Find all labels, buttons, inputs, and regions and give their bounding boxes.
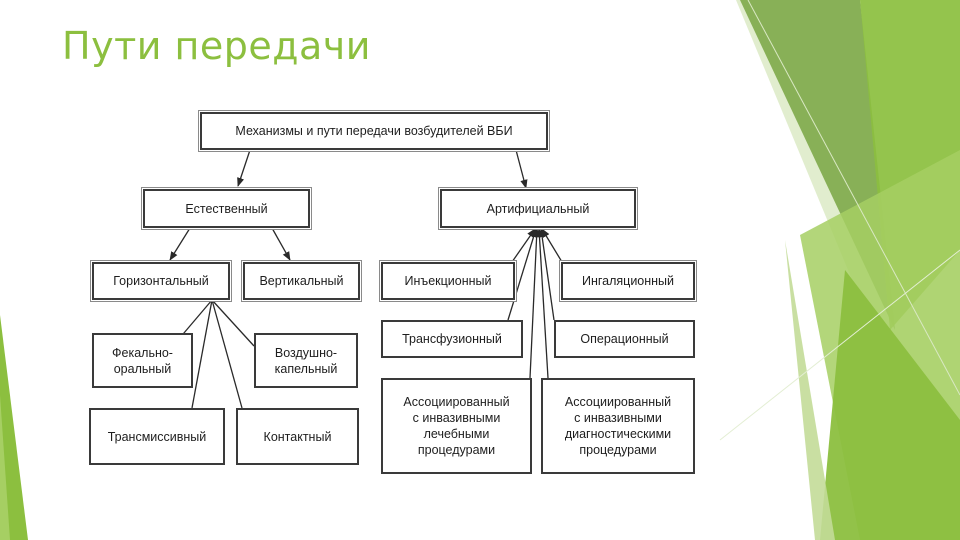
node-contact: Контактный	[236, 408, 359, 465]
node-artificial: Артифициальный	[440, 189, 636, 228]
node-transfusion: Трансфузионный	[381, 320, 523, 358]
node-transfusion-label: Трансфузионный	[402, 332, 502, 346]
node-natural-label: Естественный	[185, 201, 268, 216]
node-operational: Операционный	[554, 320, 695, 358]
node-injection-label: Инъекционный	[404, 274, 492, 288]
node-invasive-diagnostic-label: Ассоциированный с инвазивными диагностич…	[564, 395, 672, 457]
node-artificial-label: Артифициальный	[486, 201, 590, 216]
deco-shape-left-bottom	[0, 315, 28, 540]
slide-title: Пути передачи	[62, 24, 371, 68]
arrow-inhalation-to-artificial	[541, 228, 563, 263]
node-invasive-diagnostic: Ассоциированный с инвазивными диагностич…	[541, 378, 695, 474]
node-vertical-label: Вертикальный	[259, 274, 344, 288]
line-horizontal-to-transmissive	[191, 299, 213, 409]
node-contact-label: Контактный	[263, 429, 332, 444]
node-horizontal: Горизонтальный	[92, 262, 230, 300]
node-inhalation: Ингаляционный	[561, 262, 695, 300]
deco-shape-right-lower	[820, 270, 960, 540]
arrow-operational-to-artificial	[538, 228, 555, 321]
node-fecal-oral-label: Фекально- оральный	[112, 345, 173, 376]
line-horizontal-to-contact	[211, 299, 243, 409]
node-horizontal-label: Горизонтальный	[113, 274, 209, 288]
arrow-invasive-treatment-to-artificial	[529, 228, 541, 379]
node-natural: Естественный	[143, 189, 310, 228]
deco-thin-line-2	[719, 249, 960, 441]
node-fecal-oral: Фекально- оральный	[92, 333, 193, 388]
arrow-root-to-natural	[237, 149, 251, 187]
arrow-transfusion-to-artificial	[507, 228, 538, 321]
node-injection: Инъекционный	[381, 262, 515, 300]
deco-shape-right-sliver	[785, 240, 835, 540]
arrow-natural-to-vertical	[271, 227, 291, 261]
node-root-mechanisms: Механизмы и пути передачи возбудителей В…	[200, 112, 548, 150]
node-vertical: Вертикальный	[243, 262, 360, 300]
arrow-invasive-diagnostic-to-artificial	[535, 228, 549, 379]
node-inhalation-label: Ингаляционный	[581, 274, 675, 288]
deco-shape-left-sliver	[0, 395, 10, 540]
arrow-root-to-artificial	[515, 149, 528, 189]
arrow-natural-to-horizontal	[169, 227, 191, 261]
node-invasive-treatment: Ассоциированный с инвазивными лечебными …	[381, 378, 532, 474]
node-root-label: Механизмы и пути передачи возбудителей В…	[235, 124, 513, 138]
node-airborne-label: Воздушно- капельный	[274, 345, 338, 376]
line-horizontal-to-airborne	[211, 299, 255, 347]
node-airborne: Воздушно- капельный	[254, 333, 358, 388]
node-operational-label: Операционный	[580, 332, 669, 346]
deco-thin-line-1	[747, 0, 960, 396]
node-transmissive: Трансмиссивный	[89, 408, 225, 465]
node-invasive-treatment-label: Ассоциированный с инвазивными лечебными …	[403, 395, 510, 457]
node-transmissive-label: Трансмиссивный	[107, 429, 207, 444]
